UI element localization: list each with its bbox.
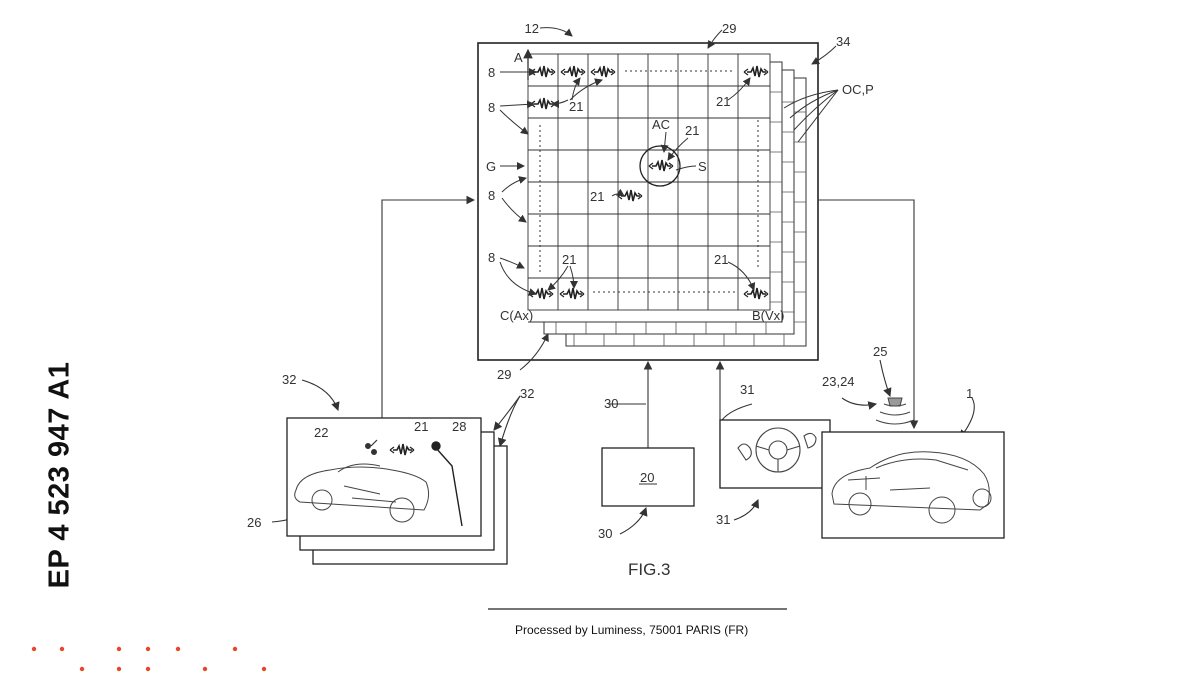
label-OC-P: OC,P <box>842 82 874 97</box>
music-note-icon <box>365 439 378 455</box>
label-34: 34 <box>836 34 850 49</box>
label-21-g: 21 <box>414 419 428 434</box>
label-8-c: 8 <box>488 188 495 203</box>
footer-text: Processed by Luminess, 75001 PARIS (FR) <box>515 623 748 637</box>
label-C-Ax: C(Ax) <box>500 308 533 323</box>
label-21-f: 21 <box>714 252 728 267</box>
label-32-a: 32 <box>282 372 296 387</box>
label-A: A <box>514 50 523 65</box>
label-26: 26 <box>247 515 261 530</box>
label-21-a: 21 <box>569 99 583 114</box>
label-20: 20 <box>640 470 654 485</box>
vehicle-card <box>821 431 1005 539</box>
label-22: 22 <box>314 425 328 440</box>
label-29-bottom: 29 <box>497 367 511 382</box>
decorative-dots <box>31 646 267 672</box>
speaker-icon <box>875 397 915 425</box>
label-31-b: 31 <box>716 512 730 527</box>
label-AC: AC <box>652 117 670 132</box>
label-S: S <box>698 159 707 174</box>
label-31-a: 31 <box>740 382 754 397</box>
label-G: G <box>486 159 496 174</box>
label-8-b: 8 <box>488 100 495 115</box>
sports-car-icon <box>294 463 430 523</box>
label-1: 1 <box>966 386 973 401</box>
label-12: 12 <box>525 21 539 36</box>
label-32-b: 32 <box>520 386 534 401</box>
steering-wheel-icon <box>737 427 817 473</box>
layer-bricks <box>555 91 806 346</box>
label-21-c: 21 <box>685 123 699 138</box>
label-8-a: 8 <box>488 65 495 80</box>
main-frame-box <box>477 42 819 361</box>
label-B-Vx: B(Vx) <box>752 308 785 323</box>
label-30-b: 30 <box>598 526 612 541</box>
label-21-b: 21 <box>716 94 730 109</box>
media-cards <box>286 417 508 565</box>
active-cell-circle <box>639 145 681 187</box>
label-30-a: 30 <box>604 396 618 411</box>
label-25: 25 <box>873 344 887 359</box>
reference-labels: 12 29 34 A OC,P 8 8 G 8 8 21 21 AC 21 S … <box>247 21 973 541</box>
leader-lines <box>499 27 839 371</box>
figure-label: FIG.3 <box>628 560 671 579</box>
label-28: 28 <box>452 419 466 434</box>
vehicle-icon <box>831 451 992 524</box>
label-21-e: 21 <box>562 252 576 267</box>
label-23-24: 23,24 <box>822 374 855 389</box>
microphone-icon <box>431 441 463 527</box>
label-21-d: 21 <box>590 189 604 204</box>
dashed-guides <box>539 70 759 293</box>
label-8-d: 8 <box>488 250 495 265</box>
steering-wheel-card <box>719 419 831 489</box>
label-29-top: 29 <box>722 21 736 36</box>
control-unit-box <box>601 447 695 507</box>
